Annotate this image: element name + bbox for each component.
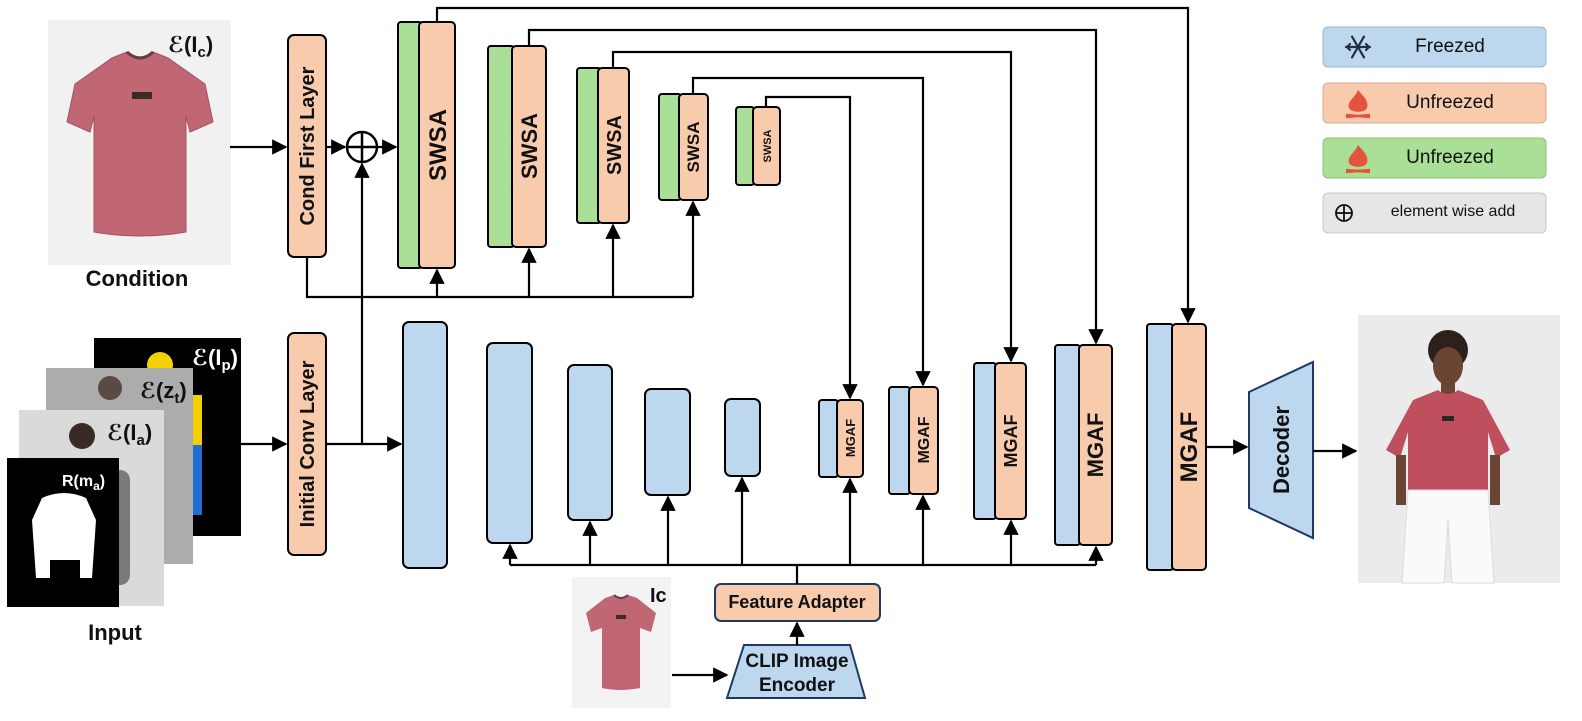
svg-text:SWSA: SWSA bbox=[762, 129, 774, 162]
svg-text:SWSA: SWSA bbox=[684, 122, 703, 173]
cond-first-layer-label: Cond First Layer bbox=[297, 66, 319, 225]
legend: Freezed Unfreezed Unfreezed bbox=[1322, 26, 1547, 234]
element-wise-add-node bbox=[345, 130, 379, 164]
svg-text:Unfreezed: Unfreezed bbox=[1406, 147, 1494, 168]
unet-encoder-block-3 bbox=[567, 364, 613, 521]
condition-label: Condition bbox=[86, 266, 189, 291]
svg-text:MGAF: MGAF bbox=[843, 419, 858, 457]
svg-text:element wise add: element wise add bbox=[1391, 203, 1516, 220]
swsa-block-1: SWSA bbox=[397, 21, 456, 269]
clip-label-line1: CLIP Image bbox=[745, 651, 848, 672]
clip-image-encoder-block bbox=[725, 644, 867, 699]
swsa-block-5: SWSA bbox=[735, 106, 781, 186]
legend-item-element-wise-add: element wise add bbox=[1322, 192, 1547, 234]
svg-text:SWSA: SWSA bbox=[425, 109, 452, 181]
mgaf-block-4: MGAF bbox=[1054, 344, 1113, 546]
svg-text:MGAF: MGAF bbox=[1176, 412, 1203, 483]
swsa-block-3: SWSA bbox=[576, 67, 630, 224]
output-image bbox=[1358, 315, 1560, 584]
svg-text:ℰ(zt): ℰ(zt) bbox=[140, 378, 187, 407]
initial-conv-layer-label: Initial Conv Layer bbox=[297, 360, 319, 527]
snowflake-icon bbox=[1344, 35, 1372, 59]
svg-text:ℰ(Ip): ℰ(Ip) bbox=[192, 345, 238, 374]
plus-circle-icon bbox=[1335, 204, 1353, 222]
svg-text:Unfreezed: Unfreezed bbox=[1406, 92, 1494, 113]
swsa-block-2: SWSA bbox=[487, 45, 547, 248]
svg-text:ℰ(Ia): ℰ(Ia) bbox=[107, 420, 152, 449]
svg-text:ℰ(Ic): ℰ(Ic) bbox=[168, 32, 213, 61]
flame-icon bbox=[1345, 145, 1371, 174]
svg-text:MGAF: MGAF bbox=[916, 416, 933, 463]
condition-image: ℰ(Ic) bbox=[48, 20, 231, 265]
unet-encoder-block-2 bbox=[486, 342, 533, 544]
legend-item-freezed: Freezed bbox=[1322, 26, 1547, 68]
ic-label: Ic bbox=[650, 585, 667, 607]
decoder-label: Decoder bbox=[1269, 406, 1294, 494]
svg-text:Freezed: Freezed bbox=[1415, 36, 1485, 57]
svg-text:MGAF: MGAF bbox=[1001, 415, 1021, 468]
svg-text:SWSA: SWSA bbox=[517, 113, 542, 179]
connectors bbox=[230, 6, 1358, 683]
swsa-block-4: SWSA bbox=[658, 93, 709, 201]
unet-encoder-block-5 bbox=[724, 398, 761, 477]
mgaf-block-3: MGAF bbox=[973, 362, 1027, 520]
svg-text:MGAF: MGAF bbox=[1083, 413, 1108, 478]
feature-adapter-label: Feature Adapter bbox=[728, 592, 865, 612]
mgaf-block-5: MGAF bbox=[1146, 323, 1207, 571]
mgaf-block-2: MGAF bbox=[888, 386, 939, 495]
input-label: Input bbox=[88, 620, 142, 645]
legend-item-unfreezed-green: Unfreezed bbox=[1322, 137, 1547, 179]
ic-image bbox=[572, 577, 671, 708]
clip-label-line2: Encoder bbox=[759, 675, 836, 696]
input-stack: ℰ(Ip) ℰ(zt) ℰ(Ia) R(ma) bbox=[7, 338, 241, 607]
decoder-block bbox=[1248, 360, 1314, 540]
svg-text:SWSA: SWSA bbox=[604, 115, 626, 175]
flame-icon bbox=[1345, 90, 1371, 119]
e-ic-label: ℰ(I bbox=[168, 32, 198, 57]
mgaf-block-1: MGAF bbox=[818, 399, 864, 478]
unet-encoder-block-4 bbox=[644, 388, 691, 496]
legend-item-unfreezed-orange: Unfreezed bbox=[1322, 82, 1547, 124]
unet-encoder-block-1 bbox=[402, 321, 448, 569]
svg-text:R(ma): R(ma) bbox=[62, 473, 105, 493]
